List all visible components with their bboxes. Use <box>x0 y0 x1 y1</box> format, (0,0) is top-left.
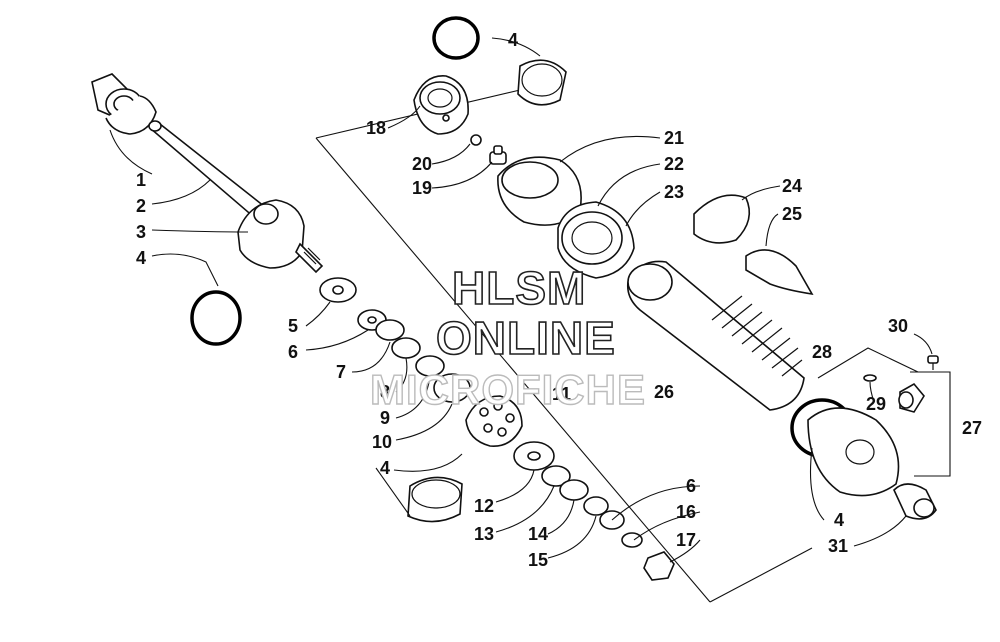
part-21-sleeve <box>497 156 582 226</box>
callout-4-top: 4 <box>508 30 518 50</box>
part-14-shim <box>559 479 589 501</box>
callout-14: 14 <box>528 524 548 544</box>
callout-23: 23 <box>664 182 684 202</box>
part-13-shim <box>541 465 571 487</box>
callout-17: 17 <box>676 530 696 550</box>
callout-12: 12 <box>474 496 494 516</box>
part-26-spring-body <box>626 260 805 411</box>
callout-16: 16 <box>676 502 696 522</box>
callout-10: 10 <box>372 432 392 452</box>
part-1-eye-bushing <box>91 73 157 135</box>
callout-27: 27 <box>962 418 982 438</box>
callout-4-lower: 4 <box>380 458 390 478</box>
part-17-nut <box>643 551 675 581</box>
part-4-oring-top <box>432 16 480 60</box>
part-4-oring-left <box>190 290 242 346</box>
callout-6-lower: 6 <box>686 476 696 496</box>
watermark-line-1: HLSM <box>452 262 586 314</box>
callout-3: 3 <box>136 222 146 242</box>
callout-24: 24 <box>782 176 802 196</box>
callout-29: 29 <box>866 394 886 414</box>
leader-lines <box>109 37 933 563</box>
callout-20: 20 <box>412 154 432 174</box>
part-3-shaft-body <box>237 199 324 274</box>
callout-31: 31 <box>828 536 848 556</box>
callout-21: 21 <box>664 128 684 148</box>
callout-8: 8 <box>380 382 390 402</box>
callout-11: 11 <box>552 384 571 404</box>
watermark-line-2: ONLINE <box>436 312 616 364</box>
assembly-bracket-lines <box>315 89 951 603</box>
part-4-wear-ring-top <box>517 59 567 106</box>
callout-15: 15 <box>528 550 548 570</box>
callout-9: 9 <box>380 408 390 428</box>
part-8-shim <box>391 337 421 359</box>
callout-2: 2 <box>136 196 146 216</box>
watermark-line-3: MICROFICHE <box>370 366 646 413</box>
callout-13: 13 <box>474 524 494 544</box>
part-11-piston <box>465 395 523 447</box>
part-29-fitting <box>898 382 925 413</box>
part-25-retainer <box>745 249 814 296</box>
callout-4-reservoir: 4 <box>834 510 844 530</box>
callout-18: 18 <box>366 118 386 138</box>
callout-30: 30 <box>888 316 908 336</box>
part-10-washer <box>433 373 471 403</box>
part-20-small-oring <box>470 134 482 146</box>
part-4-wear-ring-lower <box>407 476 463 523</box>
part-27-reservoir <box>807 407 900 497</box>
callout-7: 7 <box>336 362 346 382</box>
part-22-23-adjuster-collar <box>557 201 635 279</box>
part-31-bushing <box>893 483 937 520</box>
callout-6-upper: 6 <box>288 342 298 362</box>
watermark: HLSM ONLINE MICROFICHE <box>369 261 646 414</box>
callout-28: 28 <box>812 342 832 362</box>
callout-labels: 1 2 3 4 4 4 4 5 6 6 7 8 9 10 11 12 13 14… <box>136 30 982 570</box>
callout-25: 25 <box>782 204 802 224</box>
part-30-screw <box>927 355 939 370</box>
callout-5: 5 <box>288 316 298 336</box>
part-15-shim <box>583 496 609 516</box>
part-18-cap <box>413 75 469 135</box>
part-19-valve <box>489 145 507 165</box>
part-24-spring-seat <box>693 194 751 244</box>
callout-26: 26 <box>654 382 674 402</box>
callout-19: 19 <box>412 178 432 198</box>
part-28-seal <box>863 374 877 382</box>
part-16-washer <box>621 532 643 548</box>
callout-22: 22 <box>664 154 684 174</box>
callout-1: 1 <box>136 170 146 190</box>
part-7-shim <box>375 319 405 341</box>
washer-stack <box>319 277 675 581</box>
callout-4-left: 4 <box>136 248 146 268</box>
